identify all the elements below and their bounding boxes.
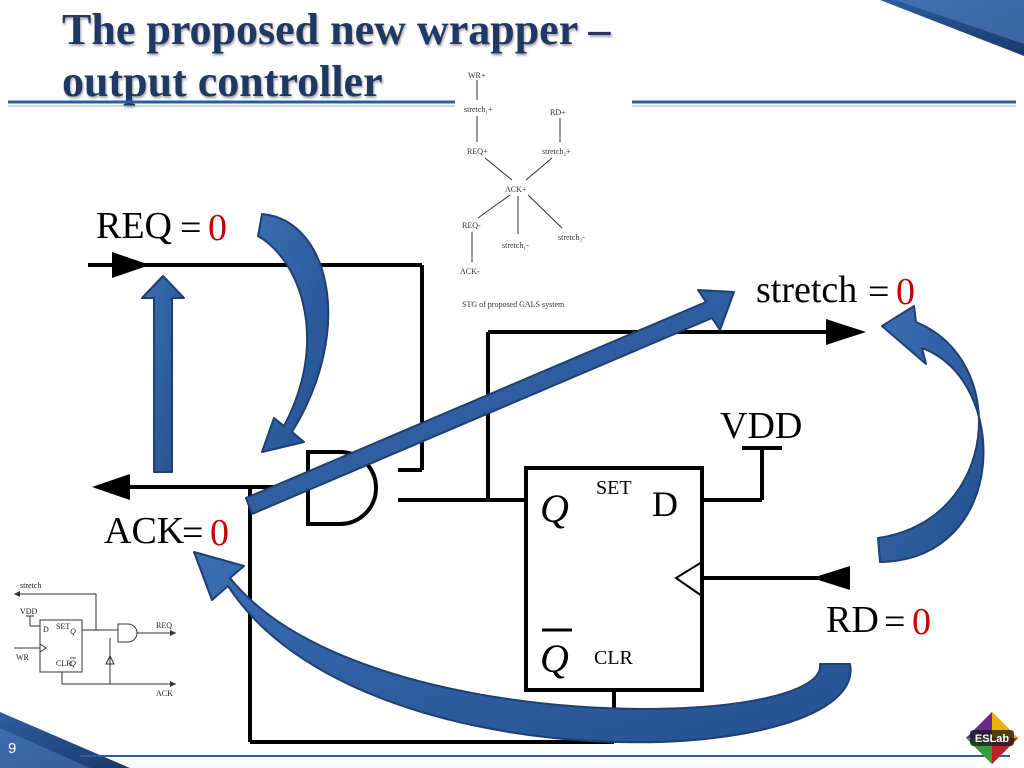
req-equals: = [180, 207, 201, 249]
stg-node-stretch1-minus: stretch₁- [502, 241, 529, 250]
stg-node-rd-plus: RD+ [550, 108, 566, 117]
req-signal-label: REQ = 0 [96, 205, 227, 249]
ack-name: ACK [104, 510, 185, 552]
stretch-name: stretch [756, 269, 857, 311]
corner-decoration-top [880, 0, 1024, 56]
eslab-logo-text: ESLab [975, 733, 1010, 745]
vdd-label: VDD [720, 405, 802, 447]
mini-qbar-label: Q [70, 659, 76, 668]
signal-arrowheads [92, 252, 866, 590]
arrow-rd-to-ack [193, 551, 852, 744]
arrow-gate-to-stretch [245, 289, 735, 515]
rd-value: 0 [912, 601, 931, 643]
mini-req-label: REQ [156, 621, 172, 630]
mini-stretch-label: stretch [20, 581, 41, 590]
stg-caption: STG of proposed GALS system [462, 300, 565, 309]
mini-wr-label: WR [16, 653, 30, 662]
mini-q-label: Q [70, 627, 76, 636]
stg-graph: WR+ stretch₁+ RD+ REQ+ stretch₂+ ACK+ RE… [460, 71, 585, 309]
rd-name: RD [826, 599, 879, 641]
arrow-ack-to-req [141, 275, 185, 473]
mini-d-label: D [43, 625, 49, 634]
stretch-signal-label: stretch = 0 [756, 269, 915, 313]
stretch-equals: = [868, 271, 889, 313]
mini-set-label: SET [56, 622, 70, 631]
stg-node-stretch1-plus: stretch₁+ [464, 105, 493, 114]
title-line-1: The proposed new wrapper – [62, 5, 611, 54]
req-value: 0 [208, 207, 227, 249]
stretch-value: 0 [896, 271, 915, 313]
arrow-req-to-gate [257, 213, 330, 453]
ack-arrowhead [92, 474, 130, 500]
stg-node-req-minus: REQ- [462, 221, 481, 230]
mini-vdd-label: VDD [20, 607, 38, 616]
stg-node-stretch2-minus: stretch₂- [558, 233, 585, 242]
ack-value: 0 [210, 512, 229, 554]
annotation-arrows [141, 213, 985, 744]
stretch-arrowhead [826, 319, 866, 345]
stg-node-req-plus: REQ+ [467, 147, 488, 156]
stg-node-ack-minus: ACK- [460, 267, 480, 276]
stg-node-ack-plus: ACK+ [505, 185, 527, 194]
ff-q-label: Q [540, 486, 569, 531]
mini-circuit: stretch VDD D SET Q REQ WR CLR Q ACK [14, 581, 176, 698]
rd-arrowhead [812, 566, 850, 590]
flipflop-labels: Q SET D Q CLR VDD [540, 405, 802, 681]
arrow-rd-to-stretch [877, 305, 985, 563]
corner-decoration-bottom [0, 712, 130, 768]
ff-qbar-label: Q [540, 636, 569, 681]
ack-equals: = [182, 512, 203, 554]
req-name: REQ [96, 205, 172, 247]
title-line-2: output controller [62, 57, 383, 106]
stg-node-stretch2-plus: stretch₂+ [542, 147, 571, 156]
rd-signal-label: RD = 0 [826, 599, 931, 643]
main-circuit [88, 263, 838, 744]
eslab-logo: ESLab [966, 712, 1018, 764]
mini-ack-label: ACK [156, 689, 173, 698]
slide-number: 9 [8, 740, 17, 757]
ack-signal-label: ACK = 0 [104, 510, 229, 554]
ff-clr-label: CLR [594, 647, 634, 669]
ff-set-label: SET [596, 477, 632, 499]
rd-equals: = [884, 601, 905, 643]
ff-d-label: D [652, 484, 678, 524]
slide-title: The proposed new wrapper – output contro… [62, 4, 762, 108]
header-divider [8, 100, 1016, 107]
req-arrowhead [112, 252, 150, 278]
stg-node-wr-plus: WR+ [468, 71, 486, 80]
mini-clr-label: CLR [56, 659, 72, 668]
